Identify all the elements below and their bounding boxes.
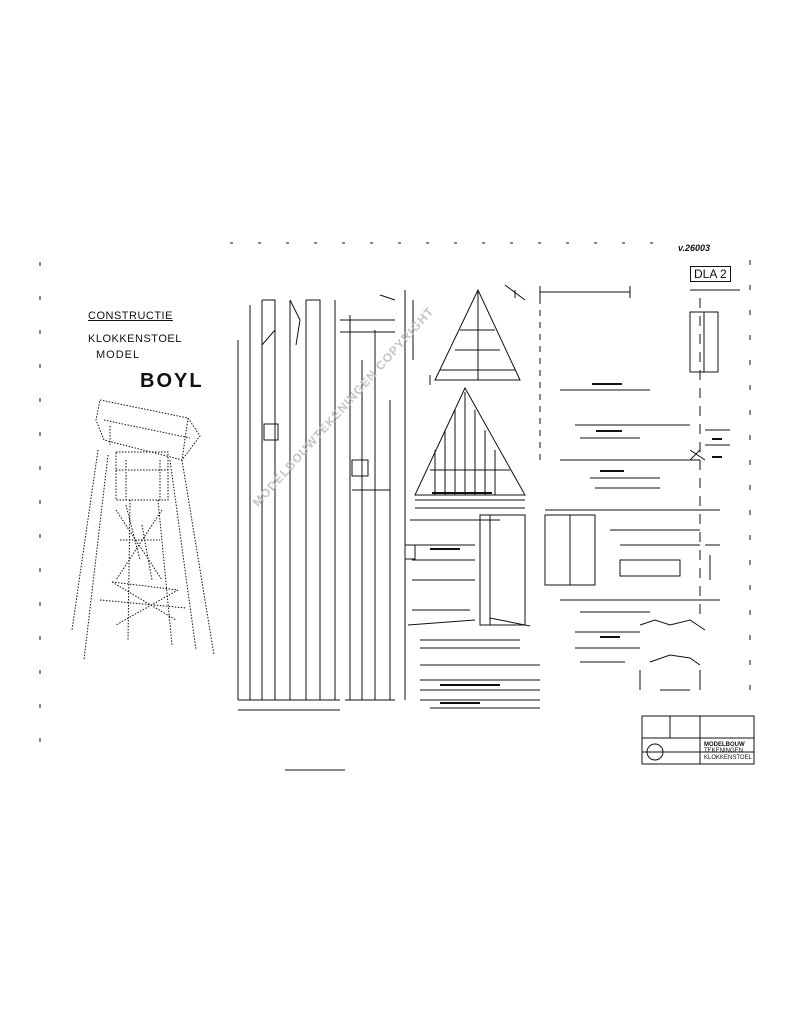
- sheet-code: DLA 2: [690, 266, 731, 282]
- part-strips: [237, 290, 414, 711]
- gable-frame: [414, 386, 526, 509]
- subject-line-2: MODEL: [96, 349, 141, 361]
- title-block-cell-1: MODELBOUW: [704, 742, 745, 748]
- handwritten-number: v.26003: [678, 243, 711, 253]
- sheet-border: [39, 242, 751, 771]
- title-block-frame: [641, 715, 755, 765]
- model-name: BOYL: [140, 370, 204, 392]
- title-block-cell-3: KLOKKENSTOEL: [704, 755, 752, 761]
- bell-tower-perspective: [71, 399, 215, 661]
- subject-line-1: KLOKKENSTOEL: [88, 333, 182, 345]
- right-parts: [539, 286, 740, 691]
- roof-truss-small: [429, 284, 526, 385]
- title-block-cell-2: TEKENINGEN: [704, 748, 744, 754]
- construction-label: CONSTRUCTIE: [88, 310, 173, 322]
- dimension-marks: [430, 383, 722, 704]
- central-parts: [404, 514, 540, 709]
